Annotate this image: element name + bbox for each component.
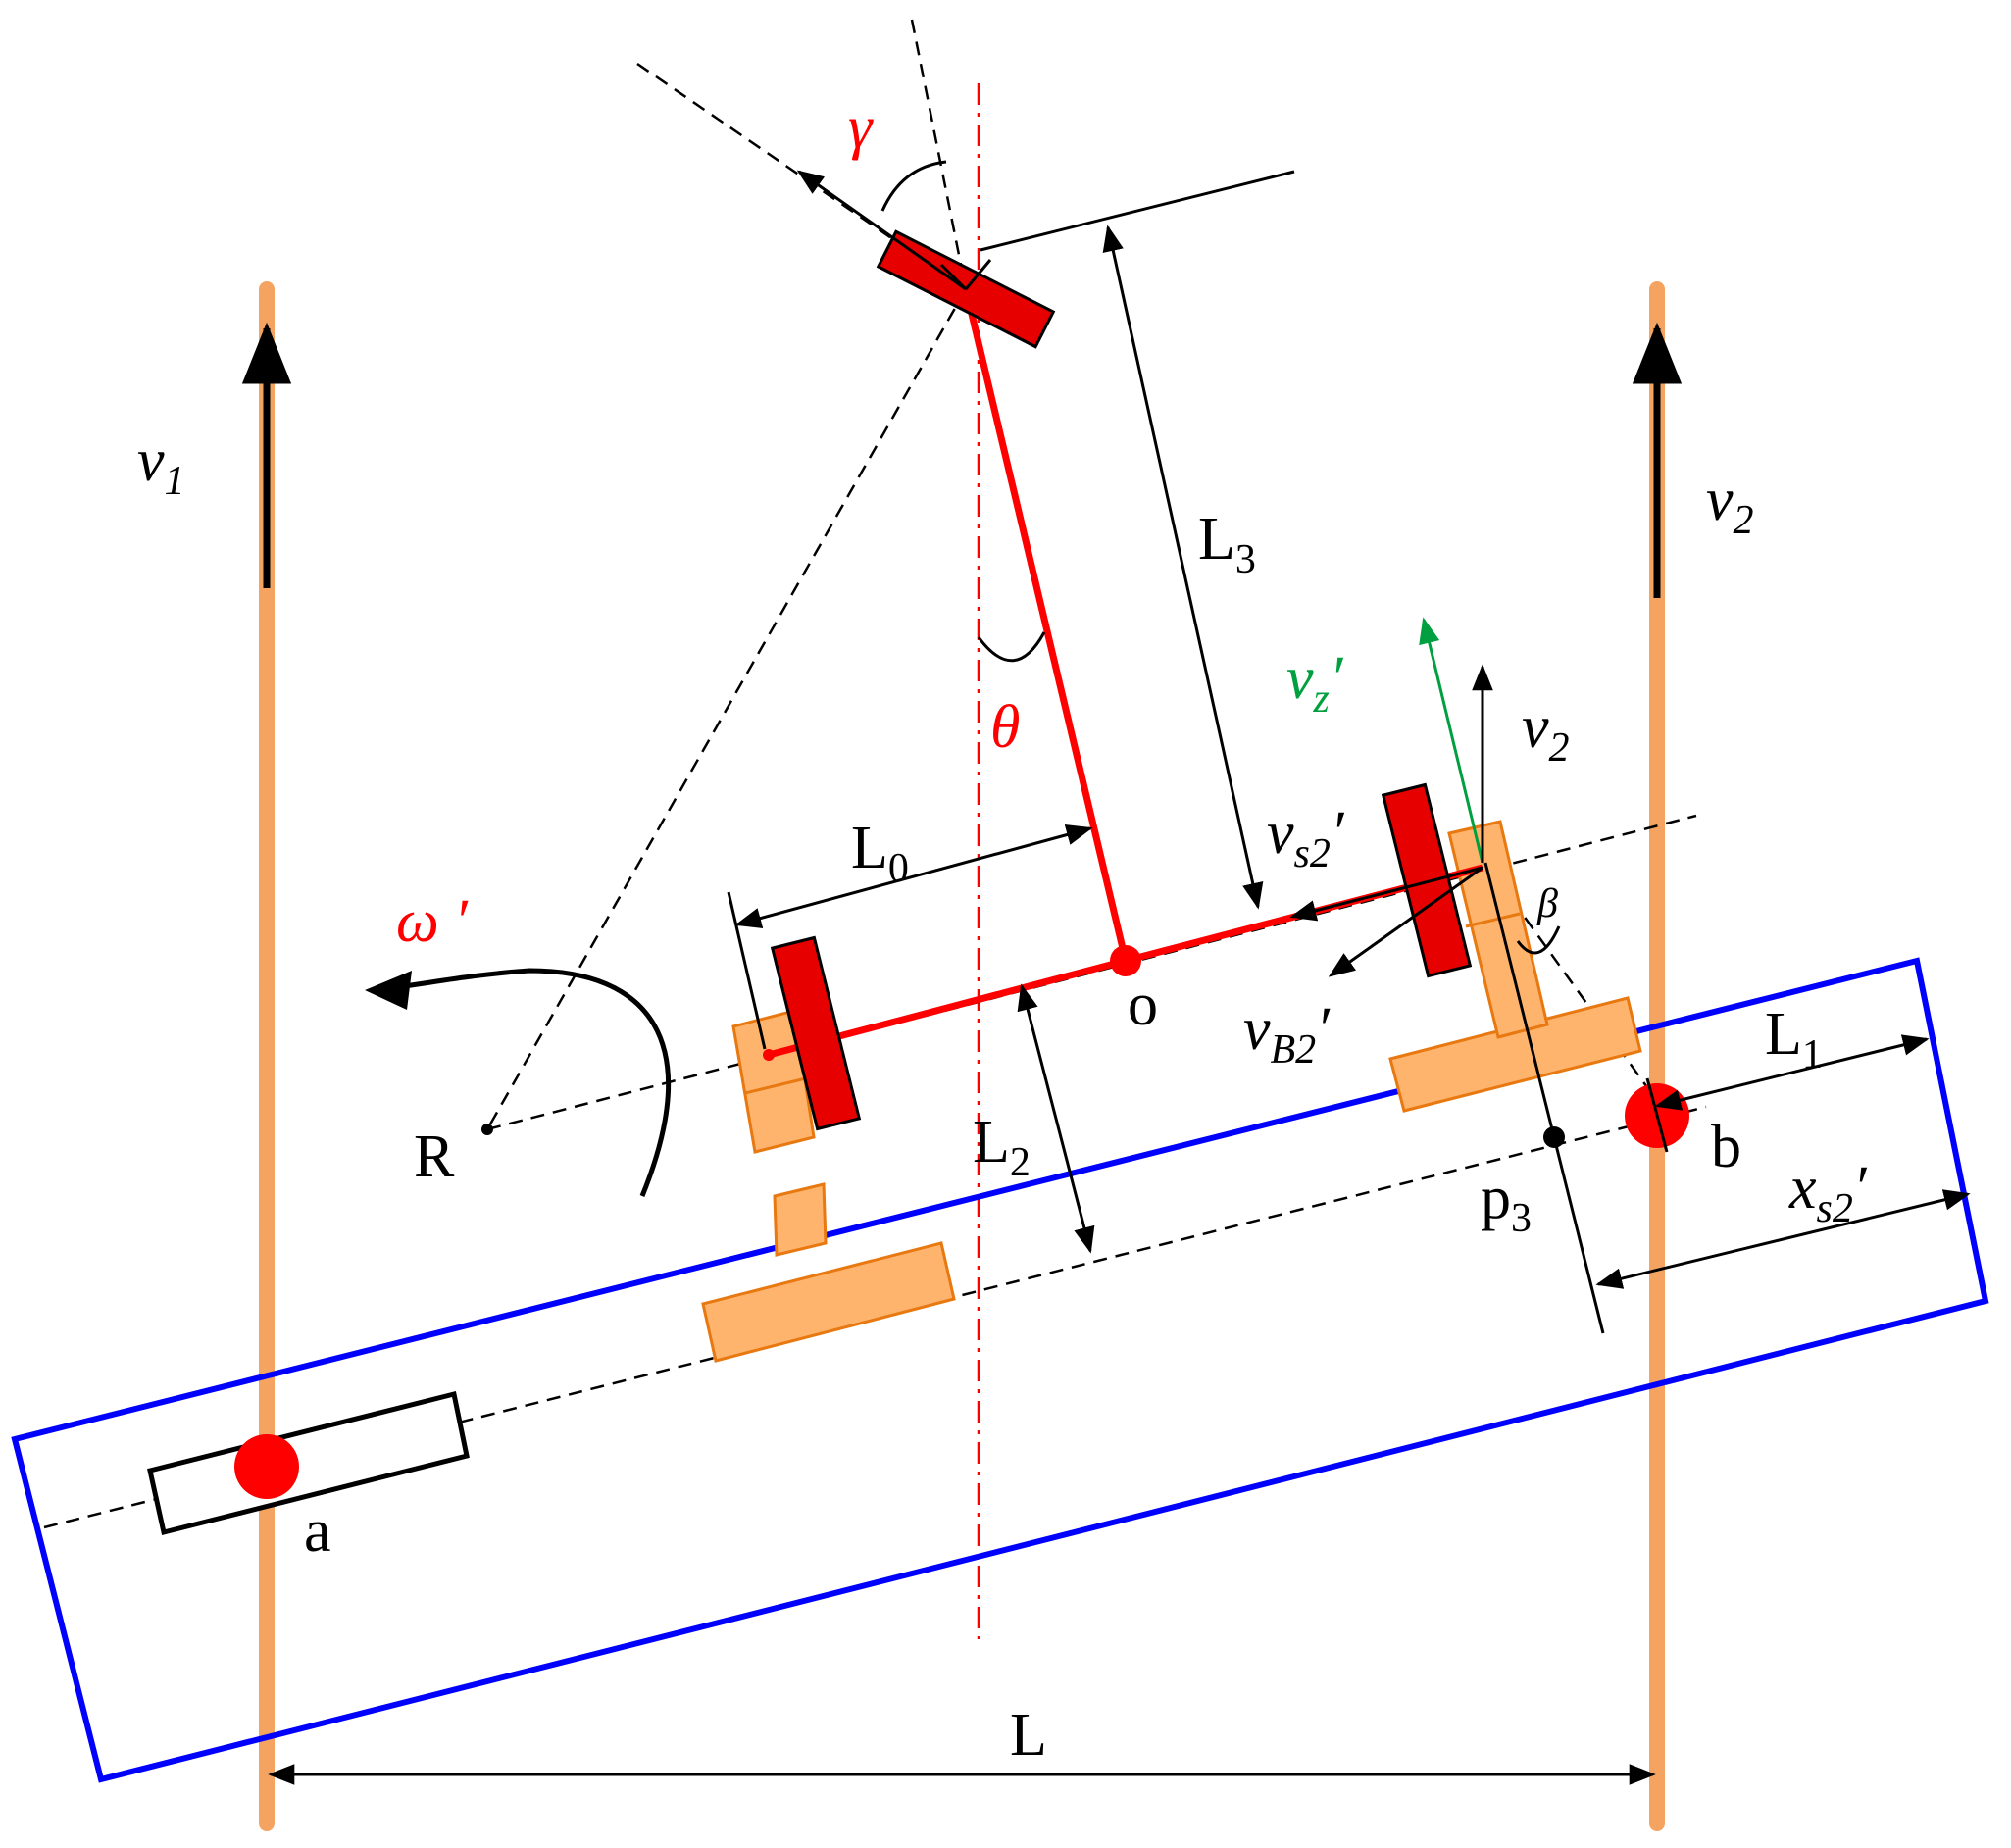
right-bracket xyxy=(1447,820,1549,1039)
label-vs2: vs2′ xyxy=(1267,800,1345,876)
L1-dimension xyxy=(1654,1034,1930,1111)
label-v2-vector: v2 xyxy=(1522,694,1570,771)
guide-slot xyxy=(147,1390,470,1536)
label-gamma: γ xyxy=(848,94,874,161)
L3-dimension xyxy=(1102,225,1264,910)
r-dashed-line xyxy=(485,288,968,1130)
point-a xyxy=(234,1434,299,1499)
label-L0: L0 xyxy=(851,815,909,891)
right-track-plate xyxy=(1388,996,1642,1113)
point-o xyxy=(1110,945,1141,976)
L0-dimension xyxy=(734,824,1093,929)
left-leg xyxy=(773,1182,828,1257)
xs2-dimension xyxy=(1595,1189,1971,1289)
gamma-arc xyxy=(880,160,947,212)
label-vz: vz′ xyxy=(1286,645,1344,722)
omega-arc xyxy=(372,968,672,1197)
vs2-vector xyxy=(1289,866,1483,922)
label-o: o xyxy=(1128,972,1158,1038)
label-L1: L1 xyxy=(1765,1001,1823,1077)
p3-line xyxy=(1483,862,1605,1334)
point-R xyxy=(481,1124,493,1135)
label-v2-rail: v2 xyxy=(1706,467,1754,543)
link-o-top xyxy=(962,288,1130,962)
label-xs2: xs2′ xyxy=(1788,1155,1868,1231)
blue-frame xyxy=(11,957,1989,1783)
omega-arrowhead xyxy=(365,971,412,1010)
right-wheel xyxy=(1381,782,1473,978)
label-a: a xyxy=(304,1498,331,1565)
top-dashed-line xyxy=(910,19,968,290)
label-theta: θ xyxy=(990,694,1020,761)
left-track-plate xyxy=(701,1241,956,1363)
gamma-arrow xyxy=(796,170,967,291)
label-beta: β xyxy=(1536,881,1558,926)
label-L3: L3 xyxy=(1198,506,1256,582)
theta-arc xyxy=(977,631,1046,663)
left-joint xyxy=(763,1049,775,1061)
label-vB2: vB2′ xyxy=(1243,996,1331,1073)
left-wheel xyxy=(770,935,862,1131)
label-b: b xyxy=(1711,1114,1741,1180)
label-R: R xyxy=(414,1124,455,1190)
vB2-vector xyxy=(1328,866,1483,977)
vz-vector xyxy=(1419,617,1484,864)
label-omega: ω ′ xyxy=(396,888,469,955)
label-L: L xyxy=(1010,1702,1047,1769)
label-p3: p3 xyxy=(1481,1165,1532,1241)
label-L2: L2 xyxy=(973,1109,1031,1185)
L2-dimension xyxy=(1017,983,1095,1254)
beta-arc xyxy=(1516,925,1561,955)
label-v1: v1 xyxy=(137,427,185,504)
